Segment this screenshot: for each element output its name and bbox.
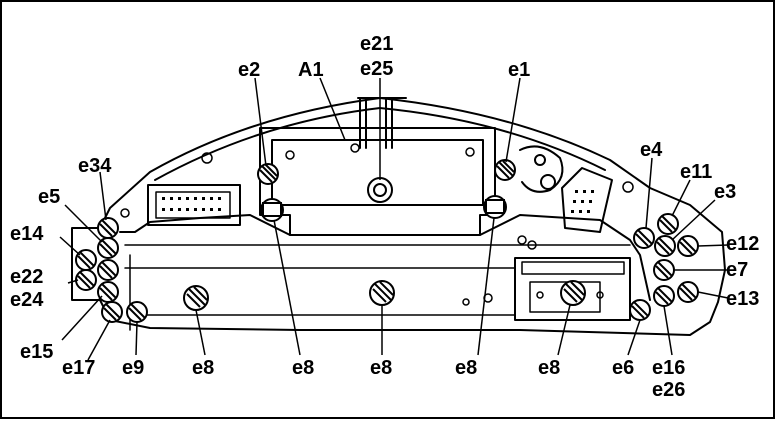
leader-e4	[645, 157, 653, 229]
leader-e1	[505, 77, 521, 163]
leader-e5	[64, 204, 103, 243]
label-e5: e5	[38, 186, 60, 208]
label-e16: e16	[652, 357, 685, 379]
socket-e17	[101, 301, 123, 323]
leader-e2	[254, 77, 267, 167]
label-e11: e11	[680, 161, 712, 183]
cam-bracket-hole	[540, 174, 556, 190]
leader-e15	[61, 295, 103, 341]
socket-e2-upper	[257, 163, 279, 185]
label-e13: e13	[726, 288, 759, 310]
left-connector	[147, 184, 241, 226]
label-e8-4: e8	[455, 357, 477, 379]
socket-e8-bottom-right	[560, 280, 586, 306]
left-connector-inner	[155, 191, 231, 219]
socket-e8-left-upper	[260, 198, 284, 222]
leader-e8-bottom-left	[195, 309, 206, 356]
leader-e8-left	[273, 219, 301, 356]
label-e8-1: e8	[192, 357, 214, 379]
label-e17: e17	[62, 357, 95, 379]
right-connector	[561, 167, 613, 233]
leader-e9	[135, 321, 138, 356]
socket-e8-right-upper	[483, 195, 507, 219]
socket-e13	[677, 281, 699, 303]
label-e7: e7	[726, 259, 748, 281]
label-e22: e22	[10, 266, 43, 288]
label-e25: e25	[360, 58, 393, 80]
label-e15: e15	[20, 341, 53, 363]
sockets	[75, 159, 699, 323]
leader-lines	[59, 77, 729, 361]
socket-e11	[657, 213, 679, 235]
lower-housing-strip	[124, 244, 631, 331]
socket-e9	[126, 301, 148, 323]
leader-e14	[59, 236, 81, 256]
label-e21: e21	[360, 33, 393, 55]
socket-e24	[97, 259, 119, 281]
label-e8-3: e8	[370, 357, 392, 379]
leader-e16	[663, 305, 673, 356]
socket-e4	[633, 227, 655, 249]
socket-e5	[97, 237, 119, 259]
socket-e12	[677, 235, 699, 257]
leader-e12	[697, 244, 729, 247]
lower-right-module-top	[521, 261, 625, 275]
leader-e6	[627, 319, 641, 356]
cam-bracket-hole-small	[534, 154, 546, 166]
socket-e34	[97, 217, 119, 239]
socket-e16-e26	[653, 285, 675, 307]
label-e26: e26	[652, 379, 685, 401]
leader-e34	[99, 171, 107, 221]
socket-e14	[75, 249, 97, 271]
label-e8-2: e8	[292, 357, 314, 379]
leader-a1	[319, 77, 346, 141]
socket-e6	[629, 299, 651, 321]
lower-right-module	[514, 257, 631, 321]
cam-bracket	[519, 145, 564, 193]
label-e3: e3	[714, 181, 736, 203]
housing-outline	[71, 97, 726, 336]
label-e34: e34	[78, 155, 112, 177]
mounting-holes	[120, 143, 634, 306]
label-e8-5: e8	[538, 357, 560, 379]
socket-e3	[654, 235, 676, 257]
leader-e8-right	[477, 217, 495, 356]
label-a1: A1	[298, 59, 324, 81]
label-e14: e14	[10, 223, 44, 245]
label-e24: e24	[10, 289, 44, 311]
leader-e17	[87, 319, 111, 361]
leader-e13	[697, 291, 729, 299]
leader-e11	[671, 179, 691, 217]
socket-e1	[494, 159, 516, 181]
socket-e8-bottom-center	[369, 280, 395, 306]
lower-right-module-inner	[529, 281, 601, 313]
socket-e15	[97, 281, 119, 303]
label-e2: e2	[238, 59, 260, 81]
label-e6: e6	[612, 357, 634, 379]
leader-e22	[67, 279, 79, 284]
right-connector-pins	[571, 190, 594, 213]
socket-e8-bottom-left	[183, 285, 209, 311]
label-e4: e4	[640, 139, 663, 161]
socket-e21-e25	[367, 177, 393, 203]
leader-e8-bottom-right	[557, 304, 571, 356]
leader-e3	[671, 199, 716, 241]
callout-labels: e21 e25 e2 A1 e1 e34 e5 e14 e22 e24 e15 …	[10, 33, 759, 401]
socket-e7	[653, 259, 675, 281]
socket-e22	[75, 269, 97, 291]
top-bracket	[357, 97, 407, 149]
label-e12: e12	[726, 233, 759, 255]
label-e9: e9	[122, 357, 144, 379]
label-e1: e1	[508, 59, 530, 81]
left-connector-pins	[162, 197, 221, 211]
